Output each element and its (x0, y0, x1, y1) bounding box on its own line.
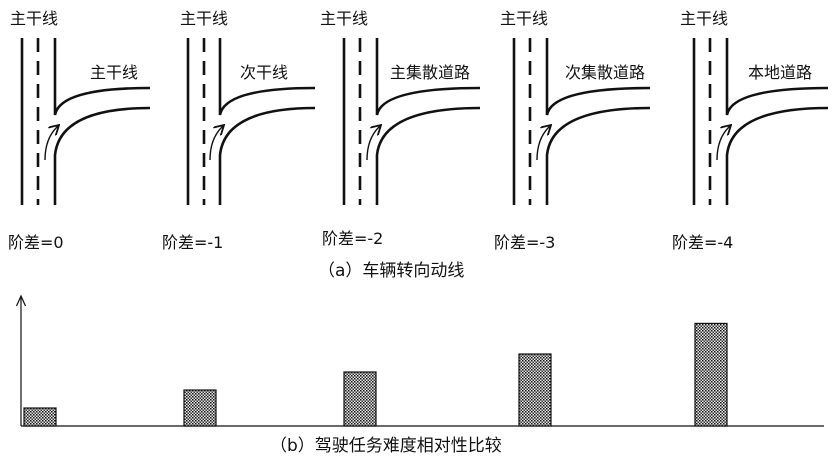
order-diff-label: 阶差=0 (8, 233, 64, 252)
order-diff-label: 阶差=-1 (162, 233, 223, 252)
bar-4 (694, 322, 728, 427)
bar-2 (343, 371, 377, 427)
main-road-label: 主干线 (320, 9, 368, 28)
bar-group (23, 322, 728, 427)
panel-3: 主干线 次集散道路 阶差=-3 (494, 9, 651, 252)
main-road-label: 主干线 (180, 9, 228, 28)
bar-3 (518, 353, 552, 427)
turn-arrow (44, 126, 58, 161)
bar-1 (183, 389, 217, 427)
branch-road-label: 本地道路 (748, 63, 812, 82)
road-right-edge-lower (218, 106, 316, 205)
branch-road-label: 次干线 (240, 63, 288, 82)
road-right-edge-upper (725, 38, 829, 116)
turn-arrow (716, 126, 730, 161)
turn-arrow (536, 126, 550, 161)
road-right-edge-upper (545, 38, 651, 116)
bar-0 (23, 407, 57, 427)
road-right-edge-lower (375, 106, 481, 205)
main-road-label: 主干线 (680, 9, 728, 28)
main-road-label: 主干线 (10, 9, 58, 28)
order-diff-label: 阶差=-3 (494, 233, 555, 252)
road-right-edge-upper (53, 38, 151, 116)
turn-arrow (366, 126, 380, 161)
panel-0: 主干线 主干线 阶差=0 (8, 9, 151, 252)
y-axis-arrowhead (15, 294, 27, 307)
difficulty-bar-chart (15, 294, 824, 427)
branch-road-label: 主集散道路 (390, 63, 470, 82)
branch-road-label: 主干线 (90, 63, 138, 82)
caption-a: （a）车辆转向动线 (318, 261, 464, 281)
road-right-edge-lower (53, 106, 151, 205)
order-diff-label: 阶差=-4 (672, 233, 733, 252)
road-right-edge-lower (725, 106, 829, 205)
road-right-edge-upper (218, 38, 316, 116)
order-diff-label: 阶差=-2 (322, 229, 383, 248)
road-right-edge-upper (375, 38, 481, 116)
caption-b: （b）驾驶任务难度相对性比较 (270, 436, 502, 456)
turn-arrow (209, 126, 223, 161)
panel-2: 主干线 主集散道路 阶差=-2 (320, 9, 481, 248)
main-road-label: 主干线 (500, 9, 548, 28)
panel-4: 主干线 本地道路 阶差=-4 (672, 9, 829, 252)
road-right-edge-lower (545, 106, 651, 205)
panel-1: 主干线 次干线 阶差=-1 (162, 9, 316, 252)
branch-road-label: 次集散道路 (565, 63, 645, 82)
